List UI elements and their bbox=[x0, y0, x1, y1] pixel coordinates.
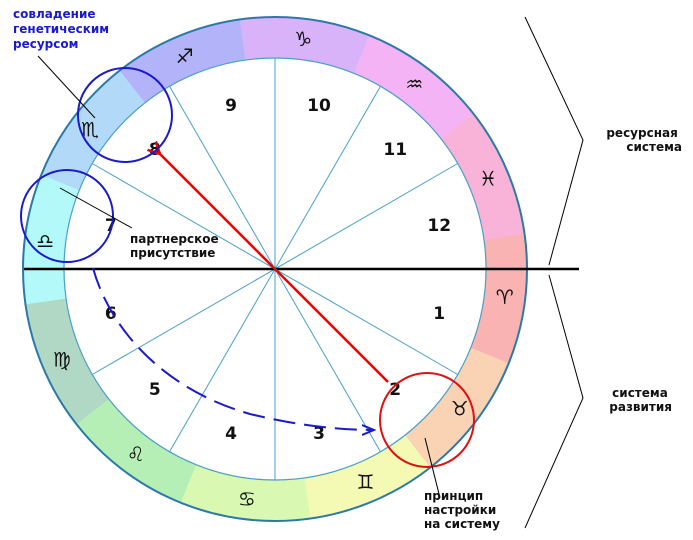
aries-icon: ♈ bbox=[496, 285, 514, 309]
house-number-8: 8 bbox=[149, 140, 161, 160]
cancer-icon: ♋ bbox=[238, 487, 256, 511]
label-development-system: система развития bbox=[609, 386, 672, 414]
capricorn-icon: ♑ bbox=[294, 27, 312, 51]
house-number-2: 2 bbox=[389, 380, 401, 400]
highlight-circle-libra bbox=[20, 169, 114, 263]
pointer-resource-match bbox=[37, 55, 96, 119]
highlight-circle-scorpio bbox=[77, 67, 173, 163]
highlight-circle-taurus bbox=[379, 372, 475, 468]
libra-icon: ♎ bbox=[36, 229, 54, 253]
house-number-7: 7 bbox=[105, 216, 117, 236]
taurus-icon: ♉ bbox=[451, 396, 469, 420]
label-resource-match: совладение генетическим ресурсом bbox=[13, 7, 113, 51]
red-arrow bbox=[160, 154, 389, 383]
house-number-12: 12 bbox=[427, 216, 451, 236]
house-number-9: 9 bbox=[225, 96, 237, 116]
pointer-partner bbox=[59, 187, 133, 229]
leo-icon: ♌ bbox=[127, 442, 145, 466]
scorpio-icon: ♏ bbox=[81, 118, 99, 142]
house-number-11: 11 bbox=[383, 140, 407, 160]
label-resource-system: ресурсная система bbox=[606, 126, 682, 154]
aquarius-icon: ♒ bbox=[405, 72, 423, 96]
label-tuning-principle: принцип настройки на систему bbox=[424, 489, 500, 531]
bracket-development-system bbox=[524, 274, 584, 529]
house-number-6: 6 bbox=[105, 304, 117, 324]
bracket-resource-system bbox=[524, 16, 584, 266]
house-number-10: 10 bbox=[307, 96, 331, 116]
house-number-3: 3 bbox=[313, 424, 325, 444]
pointer-tuning bbox=[424, 437, 441, 499]
house-number-1: 1 bbox=[433, 304, 445, 324]
house-number-4: 4 bbox=[225, 424, 237, 444]
sagittarius-icon: ♐ bbox=[176, 44, 194, 68]
house-number-5: 5 bbox=[149, 380, 161, 400]
zodiac-glyphs: ♈ ♉ ♊ ♋ ♌ ♍ ♎ ♏ ♐ ♑ ♒ ♓ bbox=[36, 27, 514, 511]
pisces-icon: ♓ bbox=[479, 167, 497, 191]
dashed-arrow bbox=[92, 267, 374, 430]
label-partner-presence: партнерское присутствие bbox=[130, 232, 223, 260]
gemini-icon: ♊ bbox=[356, 470, 374, 494]
virgo-icon: ♍ bbox=[53, 347, 71, 371]
